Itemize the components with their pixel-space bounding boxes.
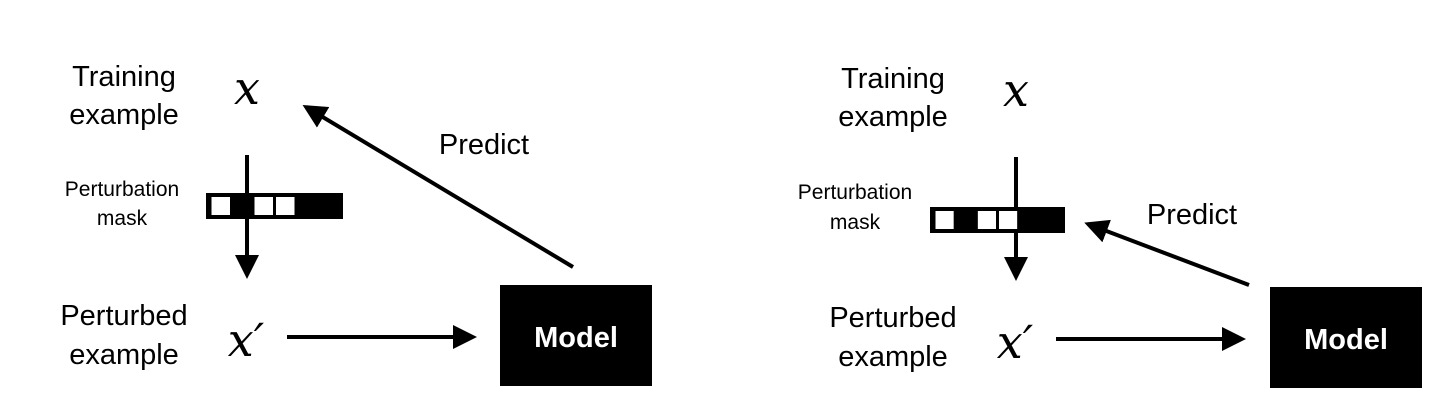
- training-example-variable: x: [234, 61, 260, 115]
- model-box: [1270, 287, 1422, 388]
- perturbation-mask-label-line1: Perturbation: [65, 178, 179, 201]
- perturbation-mask-label-line1: Perturbation: [798, 181, 912, 204]
- training-example-variable: x: [1003, 63, 1029, 117]
- training-example-label-line1: Training: [841, 63, 945, 95]
- mask-cell: [1041, 211, 1060, 229]
- panel-left: Training example x Perturbation mask Per…: [60, 61, 652, 386]
- perturbed-example-label-line1: Perturbed: [829, 302, 956, 334]
- perturbation-mask-strip: [206, 193, 343, 219]
- perturbed-example-variable: x′: [997, 315, 1034, 369]
- model-label: Model: [534, 322, 618, 354]
- mask-cell: [276, 197, 295, 215]
- perturbation-mask-strip: [930, 207, 1065, 233]
- perturbed-example-variable: x′: [228, 313, 265, 367]
- mask-cell: [233, 197, 252, 215]
- model-box: [500, 285, 652, 386]
- mask-cell: [999, 211, 1018, 229]
- predict-label: Predict: [439, 129, 529, 161]
- arrow-predict-to-training-example: [302, 104, 575, 269]
- mask-cell: [254, 197, 273, 215]
- panel-right: Training example x Perturbation mask Per…: [798, 63, 1422, 388]
- mask-cell: [935, 211, 954, 229]
- perturbation-mask-label-line2: mask: [97, 207, 148, 230]
- mask-cell: [956, 211, 975, 229]
- training-example-label-line2: example: [69, 99, 179, 131]
- mask-cell: [1020, 211, 1039, 229]
- predict-label: Predict: [1147, 199, 1237, 231]
- perturbed-example-label-line2: example: [838, 341, 948, 373]
- training-example-label-line1: Training: [72, 61, 176, 93]
- perturbed-example-label-line2: example: [69, 339, 179, 371]
- model-label: Model: [1304, 324, 1388, 356]
- mask-cell: [297, 197, 316, 215]
- arrow-predict-to-perturbation-mask: [1084, 219, 1250, 287]
- mask-cell: [211, 197, 230, 215]
- mask-cell: [977, 211, 996, 229]
- perturbation-mask-label-line2: mask: [830, 211, 881, 234]
- perturbed-example-label-line1: Perturbed: [60, 300, 187, 332]
- training-example-label-line2: example: [838, 101, 948, 133]
- mask-cell: [319, 197, 338, 215]
